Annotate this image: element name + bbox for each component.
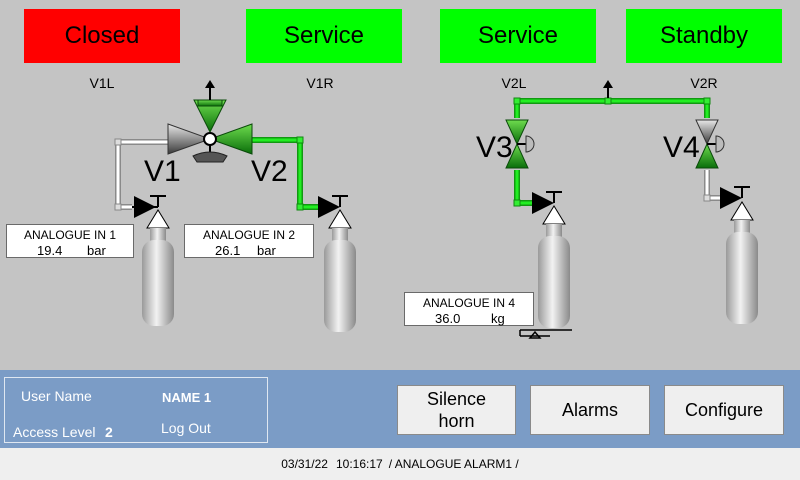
access-level-value: 2 bbox=[105, 424, 113, 440]
readout-analogue-in-2: ANALOGUE IN 2 26.1 bar bbox=[184, 224, 314, 258]
user-name-label: User Name bbox=[21, 388, 92, 404]
pipe-v4-inactive bbox=[703, 170, 720, 202]
status-message: / ANALOGUE ALARM1 / bbox=[388, 457, 519, 471]
status-bar: 03/31/22 10:16:17 / ANALOGUE ALARM1 / bbox=[0, 448, 800, 480]
label-v1l: V1L bbox=[89, 75, 115, 91]
valve-v2-label: V2 bbox=[251, 155, 288, 188]
label-v2l: V2L bbox=[501, 75, 527, 91]
readout-analogue-in-4: ANALOGUE IN 4 36.0 kg bbox=[404, 292, 534, 326]
pipe-v3-active bbox=[513, 170, 532, 207]
readout-value: 19.4 bbox=[37, 243, 63, 258]
valve-v4-label: V4 bbox=[663, 131, 700, 164]
logout-link[interactable]: Log Out bbox=[161, 420, 211, 436]
footer-panel: User Name NAME 1 Access Level 2 Log Out … bbox=[0, 370, 800, 448]
label-v1r: V1R bbox=[306, 75, 334, 91]
label-v2r: V2R bbox=[690, 75, 718, 91]
silence-horn-line1: Silence bbox=[426, 389, 487, 409]
readout-value: 26.1 bbox=[215, 243, 241, 258]
status-tile-v1l: Closed bbox=[24, 9, 180, 63]
readout-analogue-in-1: ANALOGUE IN 1 19.4 bar bbox=[6, 224, 134, 258]
status-date: 03/31/22 bbox=[281, 457, 328, 471]
access-level-label: Access Level bbox=[13, 424, 96, 440]
readout-title: ANALOGUE IN 4 bbox=[422, 296, 516, 310]
scale-icon bbox=[519, 329, 572, 339]
status-tile-v2l: Service bbox=[440, 9, 596, 63]
readout-title: ANALOGUE IN 1 bbox=[23, 228, 117, 242]
cylinder-1-icon bbox=[132, 195, 174, 326]
valve-v1-label: V1 bbox=[144, 155, 181, 188]
cylinder-4-icon bbox=[720, 186, 758, 324]
readout-value: 36.0 bbox=[435, 311, 461, 326]
readout-unit: bar bbox=[87, 243, 106, 258]
user-info-box: User Name NAME 1 Access Level 2 Log Out bbox=[4, 377, 268, 443]
pipe-v2-active bbox=[250, 136, 318, 211]
silence-horn-line2: horn bbox=[438, 411, 475, 431]
silence-horn-button[interactable]: Silence horn bbox=[397, 385, 516, 435]
configure-button[interactable]: Configure bbox=[664, 385, 784, 435]
valve-v4-icon bbox=[695, 119, 725, 169]
process-diagram bbox=[114, 80, 758, 339]
status-tile-v2r: Standby bbox=[626, 9, 782, 63]
readout-unit: bar bbox=[257, 243, 276, 258]
valve-v3-label: V3 bbox=[476, 131, 513, 164]
status-time: 10:16:17 bbox=[335, 457, 383, 471]
changeover-valve-icon bbox=[167, 80, 253, 163]
valve-v3-icon bbox=[505, 119, 535, 169]
cylinder-2-icon bbox=[318, 195, 356, 332]
user-name-value: NAME 1 bbox=[162, 390, 212, 405]
status-tile-v1r: Service bbox=[246, 9, 402, 63]
readout-title: ANALOGUE IN 2 bbox=[202, 228, 296, 242]
pipe-header-right bbox=[513, 80, 711, 118]
readout-unit: kg bbox=[491, 311, 505, 326]
cylinder-3-icon bbox=[532, 191, 570, 328]
pipe-v1-inactive bbox=[114, 138, 172, 211]
alarms-button[interactable]: Alarms bbox=[530, 385, 650, 435]
